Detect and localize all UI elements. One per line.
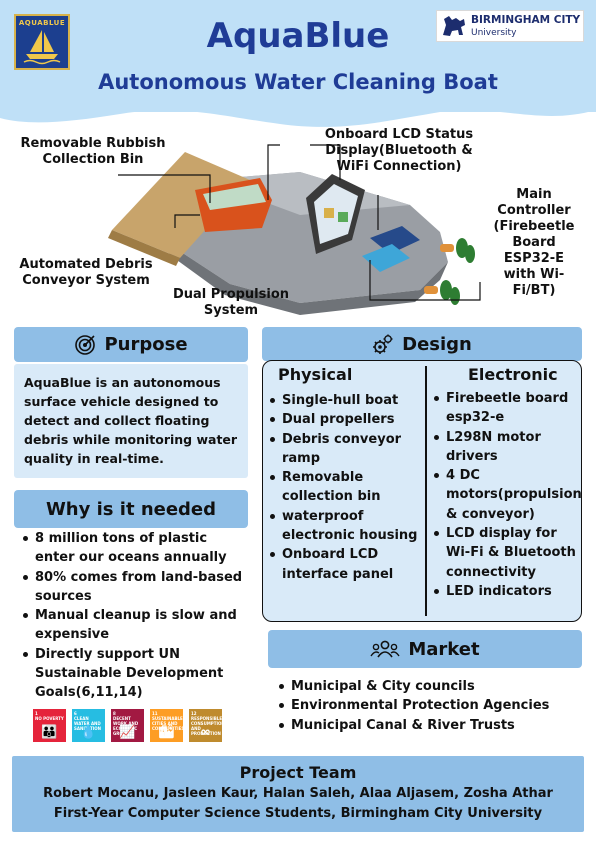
sdg-symbol: 💧	[80, 725, 97, 740]
sdg-number: 1	[35, 711, 38, 716]
university-logo: BIRMINGHAM CITY University	[436, 10, 584, 42]
sdg-6-icon: 6 CLEAN WATER AND SANITATION 💧	[72, 709, 105, 742]
sdg-label: CLEAN WATER AND SANITATION	[74, 716, 101, 731]
list-item: 8 million tons of plastic enter our ocea…	[22, 529, 246, 568]
list-item: Manual cleanup is slow and expensive	[22, 606, 246, 645]
design-divider	[425, 366, 427, 616]
boat-hull-side	[150, 200, 448, 315]
sdg-11-icon: 11 SUSTAINABLE CITIES AND COMMUNITIES 🏙	[150, 709, 183, 742]
list-item: L298N motor drivers	[433, 428, 579, 467]
lion-crest-icon	[443, 16, 465, 36]
list-item: Municipal & City councils	[278, 677, 578, 696]
callout-lcd: Onboard LCD Status Display(Bluetooth & W…	[324, 127, 474, 174]
why-header: Why is it needed	[14, 490, 248, 528]
sdg-label: DECENT WORK AND ECONOMIC GROWTH	[113, 716, 139, 736]
purpose-heading: Purpose	[104, 334, 188, 355]
logo-text: AQUABLUE	[18, 19, 66, 27]
electronic-title: Electronic	[468, 365, 558, 384]
list-item: LED indicators	[433, 582, 579, 601]
sdg-symbol: 🏙	[158, 725, 175, 740]
design-heading: Design	[402, 333, 472, 355]
sdg-number: 6	[74, 711, 77, 716]
why-heading: Why is it needed	[45, 498, 217, 520]
gears-icon	[372, 333, 394, 355]
sdg-8-icon: 8 DECENT WORK AND ECONOMIC GROWTH 📈	[111, 709, 144, 742]
market-list: Municipal & City councils Environmental …	[278, 677, 578, 735]
conveyor-ramp	[112, 152, 250, 258]
callout-conveyor: Automated Debris Conveyor System	[19, 257, 153, 288]
sailboat-icon	[23, 30, 61, 65]
market-heading: Market	[408, 638, 480, 660]
list-item: Municipal Canal & River Trusts	[278, 716, 578, 735]
callout-bin: Removable Rubbish Collection Bin	[20, 136, 166, 167]
design-body	[262, 360, 582, 622]
sdg-symbol: 📈	[119, 725, 136, 740]
sdg-1-icon: 1 NO POVERTY 👪	[33, 709, 66, 742]
university-name: BIRMINGHAM CITY	[471, 14, 581, 26]
why-list: 8 million tons of plastic enter our ocea…	[22, 529, 246, 703]
team-heading: Project Team	[239, 763, 357, 782]
sdg-label: NO POVERTY	[35, 716, 64, 721]
physical-title: Physical	[278, 365, 353, 384]
list-item: 4 DC motors(propulsion & conveyor)	[433, 466, 582, 524]
list-item: Environmental Protection Agencies	[278, 696, 578, 715]
team-affiliation: First-Year Computer Science Students, Bi…	[53, 806, 543, 821]
sdg-number: 12	[191, 711, 197, 716]
aquablue-logo: AQUABLUE	[14, 14, 70, 70]
list-item: Onboard LCD interface panel	[269, 545, 421, 584]
physical-list: Single-hull boat Dual propellers Debris …	[269, 391, 421, 584]
target-icon	[74, 334, 96, 356]
electronic-list: Firebeetle board esp32-e L298N motor dri…	[433, 389, 582, 601]
list-item: waterproof electronic housing	[269, 507, 421, 546]
page-subtitle: Autonomous Water Cleaning Boat	[98, 70, 498, 94]
list-item: Removable collection bin	[269, 468, 421, 507]
purpose-header: Purpose	[14, 327, 248, 362]
team-box	[12, 756, 584, 832]
header-wave	[0, 96, 596, 127]
list-item: Dual propellers	[269, 410, 421, 429]
callout-propulsion: Dual Propulsion System	[172, 287, 290, 318]
team-members: Robert Mocanu, Jasleen Kaur, Halan Saleh…	[43, 786, 553, 801]
sdg-icons: 1 NO POVERTY 👪 6 CLEAN WATER AND SANITAT…	[33, 709, 228, 742]
list-item: Single-hull boat	[269, 391, 421, 410]
sdg-number: 11	[152, 711, 158, 716]
sdg-symbol: 👪	[41, 725, 58, 740]
list-item: Firebeetle board esp32-e	[433, 389, 579, 428]
list-item: 80% comes from land-based sources	[22, 568, 246, 607]
sdg-12-icon: 12 RESPONSIBLE CONSUMPTION AND PRODUCTIO…	[189, 709, 222, 742]
sdg-label: SUSTAINABLE CITIES AND COMMUNITIES	[152, 716, 183, 731]
purpose-body	[14, 364, 248, 478]
sdg-label: RESPONSIBLE CONSUMPTION AND PRODUCTION	[191, 716, 222, 736]
purpose-text: AquaBlue is an autonomous surface vehicl…	[24, 375, 238, 466]
sdg-symbol: ∞	[200, 725, 211, 740]
sdg-number: 8	[113, 711, 116, 716]
callout-controller: Main Controller (Firebeetle Board ESP32-…	[493, 187, 575, 298]
list-item: Debris conveyor ramp	[269, 430, 421, 469]
people-icon	[370, 639, 400, 659]
university-subname: University	[471, 28, 517, 38]
market-body	[268, 668, 582, 746]
list-item: Directly support UN Sustainable Developm…	[22, 645, 246, 703]
boat-illustration	[108, 144, 481, 315]
page-title: AquaBlue	[206, 16, 390, 56]
list-item: LCD display for Wi-Fi & Bluetooth connec…	[433, 524, 579, 582]
design-header: Design	[262, 327, 582, 361]
market-header: Market	[268, 630, 582, 668]
electronics-housing	[370, 226, 420, 254]
